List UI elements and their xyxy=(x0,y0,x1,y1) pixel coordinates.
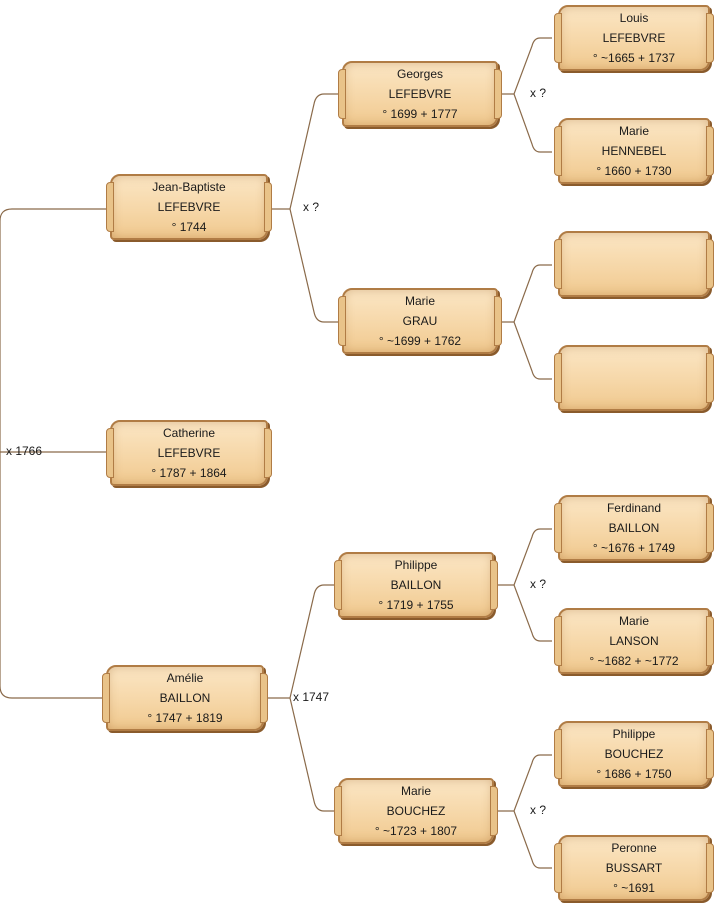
person-dates: ° ~1723 + 1807 xyxy=(374,824,458,838)
person-last-name: HENNEBEL xyxy=(601,144,667,158)
person-last-name: BAILLON xyxy=(608,521,660,535)
person-dates: ° 1719 + 1755 xyxy=(378,598,454,612)
person-last-name: BOUCHEZ xyxy=(386,804,446,818)
person-first-name: Louis xyxy=(619,11,649,25)
person-card-jean-baptiste[interactable]: Jean-Baptiste LEFEBVRE ° 1744 xyxy=(106,174,272,240)
connector-jb-parents xyxy=(272,93,338,323)
person-first-name: Marie xyxy=(404,294,435,308)
person-last-name: LANSON xyxy=(609,634,659,648)
person-card-ferdinand[interactable]: Ferdinand BAILLON ° ~1676 + 1749 xyxy=(554,495,714,561)
marriage-label-philippe-parents: x ? xyxy=(530,577,547,591)
person-card-marie-bouchez[interactable]: Marie BOUCHEZ ° ~1723 + 1807 xyxy=(334,778,498,844)
person-first-name: Marie xyxy=(400,784,431,798)
person-dates: ° ~1682 + ~1772 xyxy=(589,654,679,668)
connector-root xyxy=(0,208,106,699)
person-first-name: Catherine xyxy=(162,426,216,440)
marriage-label-jb-parents: x ? xyxy=(303,200,320,214)
connector-georges-parents xyxy=(500,37,552,153)
person-first-name: Amélie xyxy=(166,671,204,685)
person-card-georges[interactable]: Georges LEFEBVRE ° 1699 + 1777 xyxy=(338,61,502,127)
marriage-label-bouchez-parents: x ? xyxy=(530,803,547,817)
person-card-philippe-baillon[interactable]: Philippe BAILLON ° 1719 + 1755 xyxy=(334,552,498,618)
marriage-label-georges-parents: x ? xyxy=(530,86,547,100)
person-dates: ° 1787 + 1864 xyxy=(151,466,227,480)
person-last-name: BUSSART xyxy=(605,861,663,875)
person-dates: ° ~1676 + 1749 xyxy=(592,541,676,555)
person-dates: ° 1660 + 1730 xyxy=(596,164,672,178)
person-dates: ° ~1691 xyxy=(613,881,655,895)
person-first-name: Peronne xyxy=(611,841,657,855)
person-last-name: LEFEBVRE xyxy=(388,87,452,101)
person-dates: ° ~1665 + 1737 xyxy=(592,51,676,65)
person-first-name: Philippe xyxy=(612,727,656,741)
person-first-name: Philippe xyxy=(394,558,438,572)
person-card-marie-grau[interactable]: Marie GRAU ° ~1699 + 1762 xyxy=(338,288,502,354)
person-last-name: GRAU xyxy=(402,314,438,328)
person-first-name: Marie xyxy=(618,124,649,138)
marriage-label-root: x 1766 xyxy=(6,444,43,458)
connector-amelie-parents xyxy=(268,584,338,812)
connector-grau-parents xyxy=(500,264,552,380)
person-dates: ° 1744 xyxy=(171,220,207,234)
person-dates: ° 1699 + 1777 xyxy=(382,107,458,121)
person-last-name: BAILLON xyxy=(390,578,442,592)
person-last-name: LEFEBVRE xyxy=(157,446,221,460)
person-card-catherine[interactable]: Catherine LEFEBVRE ° 1787 + 1864 xyxy=(106,420,272,486)
connector-bouchez-parents xyxy=(496,754,552,869)
person-dates: ° 1747 + 1819 xyxy=(147,711,223,725)
person-card-louis[interactable]: Louis LEFEBVRE ° ~1665 + 1737 xyxy=(554,5,714,71)
person-card-philippe-bouchez[interactable]: Philippe BOUCHEZ ° 1686 + 1750 xyxy=(554,721,714,787)
person-last-name: BAILLON xyxy=(159,691,211,705)
person-dates: ° ~1699 + 1762 xyxy=(378,334,462,348)
person-card-marie-lanson[interactable]: Marie LANSON ° ~1682 + ~1772 xyxy=(554,608,714,674)
person-card-empty-1[interactable] xyxy=(554,231,714,297)
person-first-name: Ferdinand xyxy=(606,501,662,515)
person-card-peronne[interactable]: Peronne BUSSART ° ~1691 xyxy=(554,835,714,901)
person-card-marie-hennebel[interactable]: Marie HENNEBEL ° 1660 + 1730 xyxy=(554,118,714,184)
person-last-name: LEFEBVRE xyxy=(157,200,221,214)
person-card-amelie[interactable]: Amélie BAILLON ° 1747 + 1819 xyxy=(102,665,268,731)
person-last-name: LEFEBVRE xyxy=(602,31,666,45)
connector-philippe-parents xyxy=(496,528,552,642)
person-dates: ° 1686 + 1750 xyxy=(596,767,672,781)
person-first-name: Jean-Baptiste xyxy=(152,180,226,194)
person-last-name: BOUCHEZ xyxy=(604,747,664,761)
person-card-empty-2[interactable] xyxy=(554,345,714,411)
person-first-name: Marie xyxy=(618,614,649,628)
marriage-label-amelie-parents: x 1747 xyxy=(293,690,330,704)
person-first-name: Georges xyxy=(396,67,444,81)
